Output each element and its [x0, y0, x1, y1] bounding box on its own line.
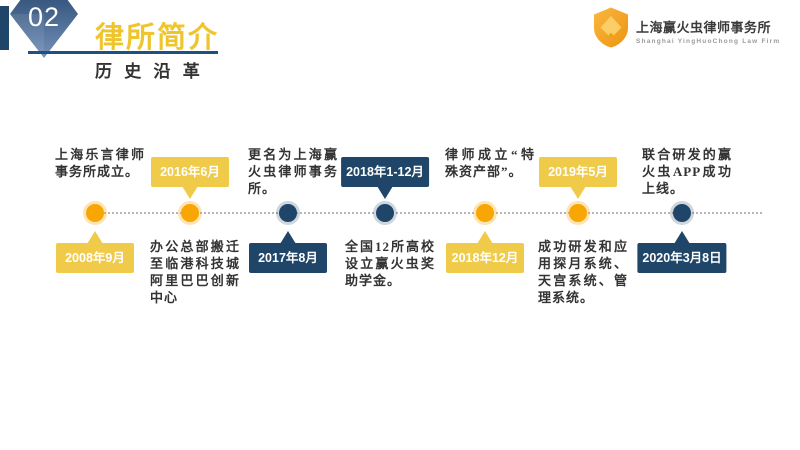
- logo-name-cn: 上海赢火虫律师事务所: [636, 20, 772, 35]
- timeline-badge-pointer-icon: [477, 231, 493, 244]
- timeline-date-badge: 2020年3月8日: [637, 243, 727, 273]
- timeline-date-badge: 2017年8月: [249, 243, 327, 273]
- shield-icon: [594, 7, 628, 48]
- timeline-item: 上海乐言律师事务所成立。 2008年9月: [47, 130, 145, 330]
- timeline-item-text: 更名为上海赢火虫律师事务所。: [248, 147, 338, 196]
- timeline-dot: [376, 204, 394, 222]
- timeline-item-text: 律师成立“特殊资产部”。: [445, 147, 535, 179]
- timeline-item-text: 成功研发和应用探月系统、天宫系统、管理系统。: [538, 239, 628, 305]
- timeline-item-text: 全国12所高校设立赢火虫奖助学金。: [345, 239, 435, 288]
- timeline-item-text: 上海乐言律师事务所成立。: [55, 147, 145, 179]
- section-number: 02: [27, 2, 61, 32]
- timeline-date-badge: 2019年5月: [539, 157, 617, 187]
- logo-text: 上海赢火虫律师事务所 Shanghai YingHuoChong Law Fir…: [636, 7, 780, 45]
- timeline-date-badge: 2016年6月: [151, 157, 229, 187]
- logo: 上海赢火虫律师事务所 Shanghai YingHuoChong Law Fir…: [592, 7, 780, 48]
- timeline-line: [95, 212, 762, 214]
- timeline-badge-pointer-icon: [280, 231, 296, 244]
- section-diamond-icon: [10, 0, 78, 58]
- accent-bar: [0, 6, 9, 50]
- timeline-dot: [476, 204, 494, 222]
- timeline-item: 更名为上海赢火虫律师事务所。 2017年8月: [240, 130, 338, 330]
- page-title: 律所简介: [95, 22, 220, 54]
- timeline-date-badge: 2008年9月: [56, 243, 134, 273]
- timeline: 上海乐言律师事务所成立。 2008年9月办公总部搬迁至临港科技城阿里巴巴创新中心 2…: [0, 130, 800, 330]
- logo-name-en: Shanghai YingHuoChong Law Firm: [636, 38, 781, 45]
- page-subtitle: 历 史 沿 革: [95, 62, 204, 81]
- timeline-dot: [181, 204, 199, 222]
- timeline-item: 全国12所高校设立赢火虫奖助学金。 2018年1-12月: [337, 130, 435, 330]
- timeline-item: 律师成立“特殊资产部”。 2018年12月: [437, 130, 535, 330]
- timeline-date-badge: 2018年12月: [446, 243, 524, 273]
- timeline-badge-pointer-icon: [570, 186, 586, 199]
- timeline-dot: [86, 204, 104, 222]
- title-underline: [28, 51, 218, 54]
- timeline-badge-pointer-icon: [182, 186, 198, 199]
- timeline-dot: [673, 204, 691, 222]
- timeline-date-badge: 2018年1-12月: [341, 157, 429, 187]
- timeline-badge-pointer-icon: [377, 186, 393, 199]
- timeline-dot: [279, 204, 297, 222]
- timeline-badge-pointer-icon: [87, 231, 103, 244]
- timeline-item: 联合研发的赢火虫APP成功上线。 2020年3月8日: [634, 130, 732, 330]
- timeline-badge-pointer-icon: [674, 231, 690, 244]
- timeline-item-text: 联合研发的赢火虫APP成功上线。: [642, 147, 732, 196]
- timeline-item: 成功研发和应用探月系统、天宫系统、管理系统。 2019年5月: [530, 130, 628, 330]
- timeline-item-text: 办公总部搬迁至临港科技城阿里巴巴创新中心: [150, 239, 240, 305]
- timeline-item: 办公总部搬迁至临港科技城阿里巴巴创新中心 2016年6月: [142, 130, 240, 330]
- timeline-dot: [569, 204, 587, 222]
